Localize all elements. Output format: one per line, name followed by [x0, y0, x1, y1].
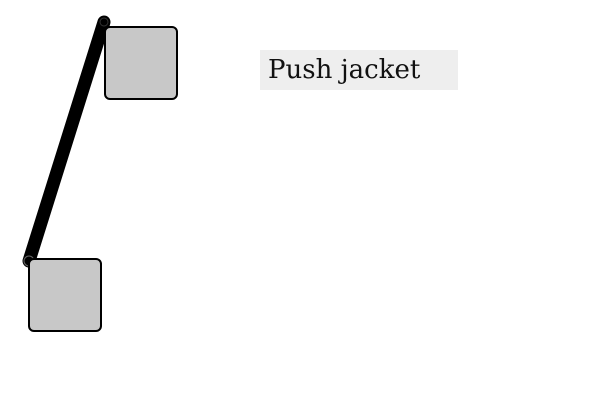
- instruction-label: Push jacket: [260, 50, 458, 90]
- bottom-jacket-block[interactable]: [28, 258, 102, 332]
- top-jacket-block[interactable]: [104, 26, 178, 100]
- top-joint[interactable]: [99, 17, 109, 27]
- arm-link: [22, 15, 111, 268]
